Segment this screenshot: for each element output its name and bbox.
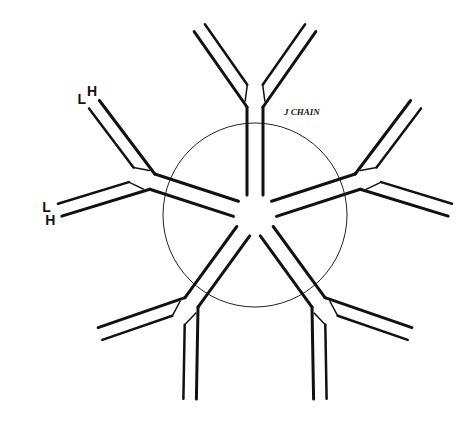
chain-line bbox=[62, 189, 150, 216]
chain-line bbox=[314, 313, 325, 325]
chain-line bbox=[245, 85, 247, 101]
chain-line bbox=[155, 174, 239, 201]
chain-line bbox=[360, 189, 448, 216]
chain-line bbox=[183, 325, 184, 399]
chain-line bbox=[262, 107, 265, 195]
chain-line bbox=[367, 182, 382, 189]
chain-line bbox=[312, 307, 314, 399]
chain-line bbox=[99, 101, 154, 175]
chain-line bbox=[246, 107, 249, 195]
chain-line bbox=[134, 168, 150, 171]
chain-label: H bbox=[87, 84, 97, 98]
chain-line bbox=[102, 316, 172, 340]
chain-line bbox=[185, 227, 237, 298]
chain-line bbox=[172, 302, 180, 316]
chain-line bbox=[205, 24, 247, 85]
chain-line bbox=[330, 302, 338, 316]
chain-label: L bbox=[78, 92, 87, 106]
chain-line bbox=[263, 24, 305, 85]
central-ring bbox=[163, 123, 347, 307]
chain-line bbox=[185, 313, 196, 325]
chain-line bbox=[98, 298, 185, 328]
chain-line bbox=[272, 174, 356, 201]
chain-line bbox=[260, 236, 312, 307]
chain-line bbox=[377, 108, 422, 167]
chain-line bbox=[196, 307, 198, 399]
chain-line bbox=[129, 182, 144, 189]
chain-line bbox=[277, 189, 361, 216]
chain-line bbox=[263, 85, 265, 101]
chain-line bbox=[361, 168, 377, 171]
chain-line bbox=[381, 182, 452, 204]
chain-line bbox=[338, 316, 408, 340]
chain-line bbox=[325, 298, 412, 328]
chain-line bbox=[58, 182, 129, 204]
chain-label: H bbox=[45, 213, 55, 227]
chain-line bbox=[150, 189, 234, 216]
j-chain-label: J CHAIN bbox=[284, 108, 320, 117]
chain-line bbox=[263, 32, 316, 107]
chain-line bbox=[355, 101, 410, 175]
chain-line bbox=[325, 325, 326, 399]
chain-label: L bbox=[42, 200, 51, 214]
chain-line bbox=[194, 32, 247, 107]
chain-line bbox=[89, 108, 134, 167]
